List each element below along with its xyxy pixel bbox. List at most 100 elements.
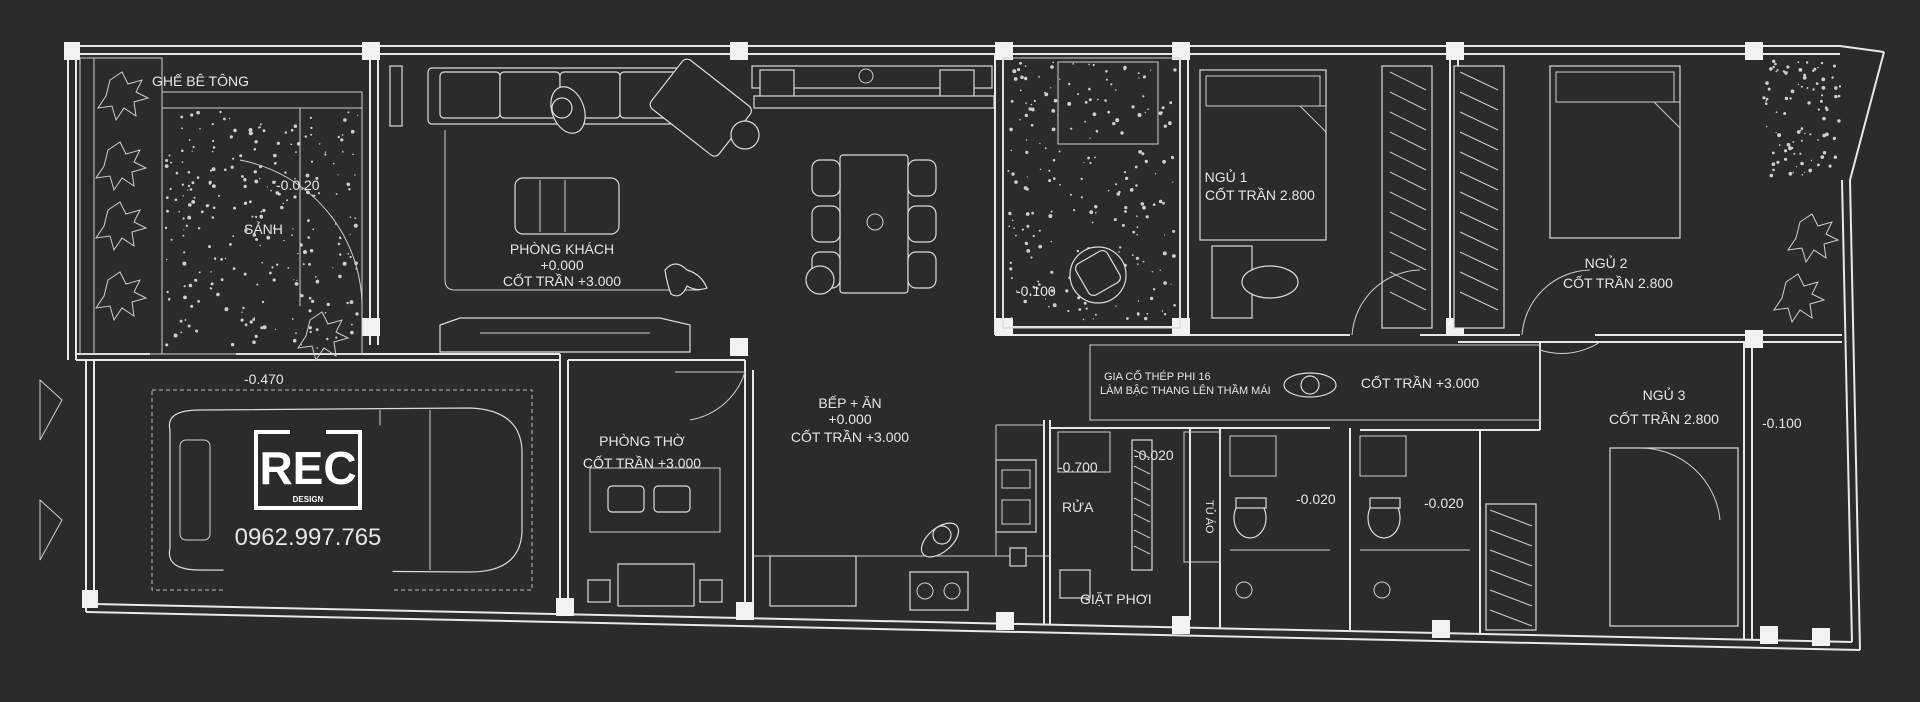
speckle bbox=[1170, 283, 1172, 285]
speckle bbox=[261, 300, 265, 304]
living-room-furniture bbox=[389, 58, 760, 353]
speckle bbox=[260, 210, 263, 213]
speckle bbox=[309, 116, 312, 119]
label-bep-an: BẾP + ĂN bbox=[818, 395, 881, 411]
speckle bbox=[1067, 101, 1072, 106]
speckle bbox=[1059, 78, 1061, 80]
speckle bbox=[1080, 196, 1083, 199]
speckle bbox=[272, 227, 275, 229]
speckle bbox=[1036, 287, 1039, 290]
speckle bbox=[1044, 147, 1047, 150]
speckle bbox=[266, 235, 271, 240]
speckle bbox=[1169, 101, 1173, 105]
speckle bbox=[1114, 183, 1118, 186]
speckle bbox=[183, 285, 186, 288]
speckle bbox=[232, 235, 235, 238]
speckle bbox=[1822, 151, 1827, 155]
speckle bbox=[262, 325, 267, 330]
speckle bbox=[1051, 109, 1056, 113]
speckle bbox=[1136, 226, 1139, 229]
speckle bbox=[243, 184, 247, 189]
label-rua-level: -0.700 bbox=[1058, 459, 1098, 475]
speckle bbox=[294, 178, 296, 180]
speckle bbox=[313, 194, 316, 197]
speckle bbox=[1837, 119, 1841, 123]
speckle bbox=[232, 157, 235, 160]
speckle bbox=[1010, 317, 1013, 320]
speckle bbox=[230, 342, 235, 347]
speckle bbox=[259, 123, 262, 126]
logo-phone: 0962.997.765 bbox=[235, 524, 382, 551]
speckle bbox=[212, 146, 216, 149]
speckle bbox=[354, 217, 357, 220]
speckle bbox=[1813, 67, 1817, 71]
speckle bbox=[1838, 85, 1842, 88]
speckle bbox=[304, 187, 306, 189]
speckle bbox=[1112, 121, 1116, 126]
speckle bbox=[208, 245, 211, 249]
speckle bbox=[1786, 142, 1791, 147]
speckle bbox=[170, 238, 173, 241]
speckle bbox=[273, 161, 277, 165]
speckle bbox=[187, 184, 191, 188]
speckle bbox=[1163, 124, 1168, 128]
speckle bbox=[191, 200, 196, 204]
speckle bbox=[255, 215, 258, 218]
speckle bbox=[181, 149, 184, 153]
speckle bbox=[253, 148, 257, 151]
label-giat-phoi: GIẶT PHƠI bbox=[1080, 591, 1152, 607]
speckle bbox=[341, 134, 344, 136]
speckle bbox=[1084, 120, 1086, 123]
speckle bbox=[1058, 150, 1061, 153]
speckle bbox=[1764, 102, 1768, 105]
speckle bbox=[1775, 111, 1778, 113]
speckle bbox=[1024, 113, 1029, 118]
speckle bbox=[1800, 139, 1803, 142]
speckle bbox=[239, 154, 243, 158]
speckle bbox=[1788, 146, 1793, 151]
hall bbox=[1089, 344, 1541, 421]
speckle bbox=[1775, 70, 1778, 73]
speckle bbox=[229, 243, 232, 246]
speckle bbox=[292, 228, 294, 230]
speckle bbox=[314, 276, 317, 278]
speckle bbox=[1138, 150, 1142, 154]
speckle bbox=[1820, 94, 1824, 97]
speckle bbox=[1162, 251, 1167, 256]
speckle bbox=[182, 261, 187, 266]
speckle bbox=[1821, 86, 1826, 90]
speckle bbox=[1091, 221, 1094, 224]
speckle bbox=[1088, 87, 1091, 91]
speckle bbox=[315, 176, 319, 180]
speckle bbox=[1765, 100, 1768, 102]
speckle bbox=[1025, 150, 1029, 154]
speckle bbox=[1819, 99, 1823, 103]
speckle bbox=[1172, 254, 1176, 258]
speckle bbox=[1792, 141, 1795, 143]
speckle bbox=[1059, 183, 1061, 186]
speckle bbox=[1140, 202, 1145, 206]
speckle bbox=[1808, 168, 1813, 173]
label-sanh-level: -0.0.20 bbox=[276, 177, 320, 193]
speckle bbox=[308, 326, 312, 330]
speckle bbox=[1009, 261, 1012, 264]
speckle bbox=[1021, 228, 1024, 231]
speckle bbox=[1789, 97, 1792, 100]
speckle bbox=[1817, 163, 1820, 167]
speckle bbox=[175, 171, 179, 175]
speckle bbox=[1013, 227, 1015, 229]
speckle bbox=[290, 128, 294, 132]
speckle bbox=[1132, 230, 1136, 234]
speckle bbox=[1765, 125, 1768, 128]
speckle bbox=[241, 175, 244, 178]
speckle bbox=[1026, 249, 1031, 253]
speckle bbox=[1020, 75, 1024, 80]
speckle bbox=[1073, 209, 1076, 212]
speckle bbox=[1793, 152, 1796, 155]
speckle bbox=[1137, 72, 1140, 75]
speckle bbox=[1837, 94, 1841, 98]
speckle bbox=[208, 204, 210, 206]
speckle bbox=[1094, 156, 1096, 159]
label-tu-ao: TỦ ÁO bbox=[1203, 500, 1216, 534]
speckle bbox=[1096, 98, 1099, 101]
